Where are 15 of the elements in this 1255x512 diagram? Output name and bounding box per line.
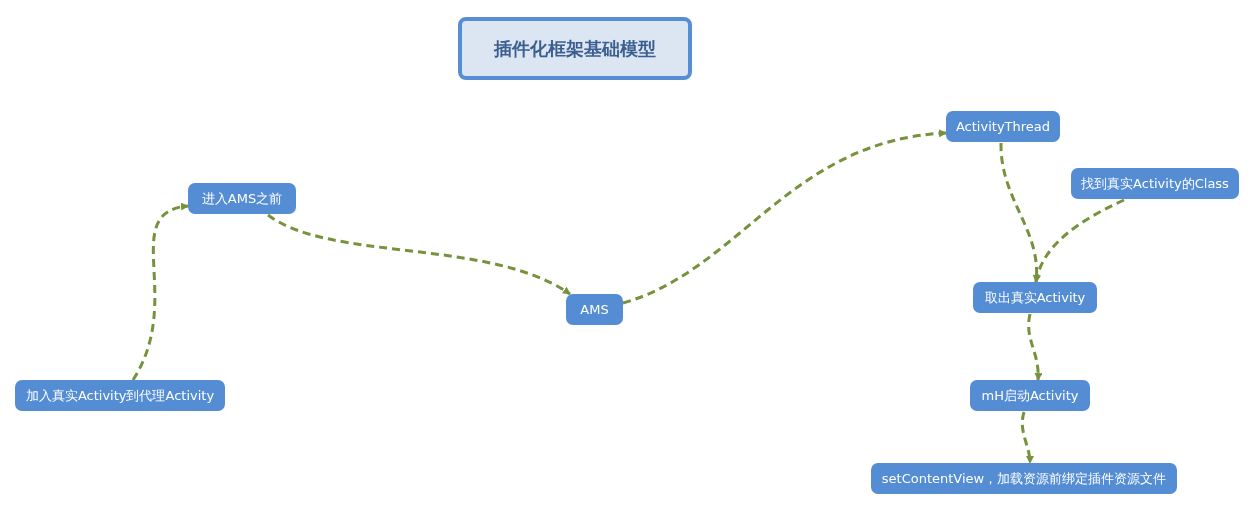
process-box: AMS: [566, 294, 623, 325]
arrow: [1033, 198, 1125, 283]
title-box: 插件化框架基础模型: [458, 17, 692, 80]
process-box: ActivityThread: [946, 111, 1060, 142]
process-box: mH启动Activity: [970, 380, 1090, 411]
arrow: [1027, 313, 1043, 381]
arrow: [267, 213, 571, 296]
arrow: [1020, 411, 1034, 464]
process-box: 找到真实Activity的Class: [1071, 168, 1239, 199]
process-box: 进入AMS之前: [188, 183, 296, 214]
process-box: 取出真实Activity: [973, 282, 1097, 313]
arrow: [622, 129, 947, 305]
process-box: setContentView，加载资源前绑定插件资源文件: [871, 463, 1177, 494]
process-box: 加入真实Activity到代理Activity: [15, 380, 225, 411]
arrow: [131, 203, 189, 381]
